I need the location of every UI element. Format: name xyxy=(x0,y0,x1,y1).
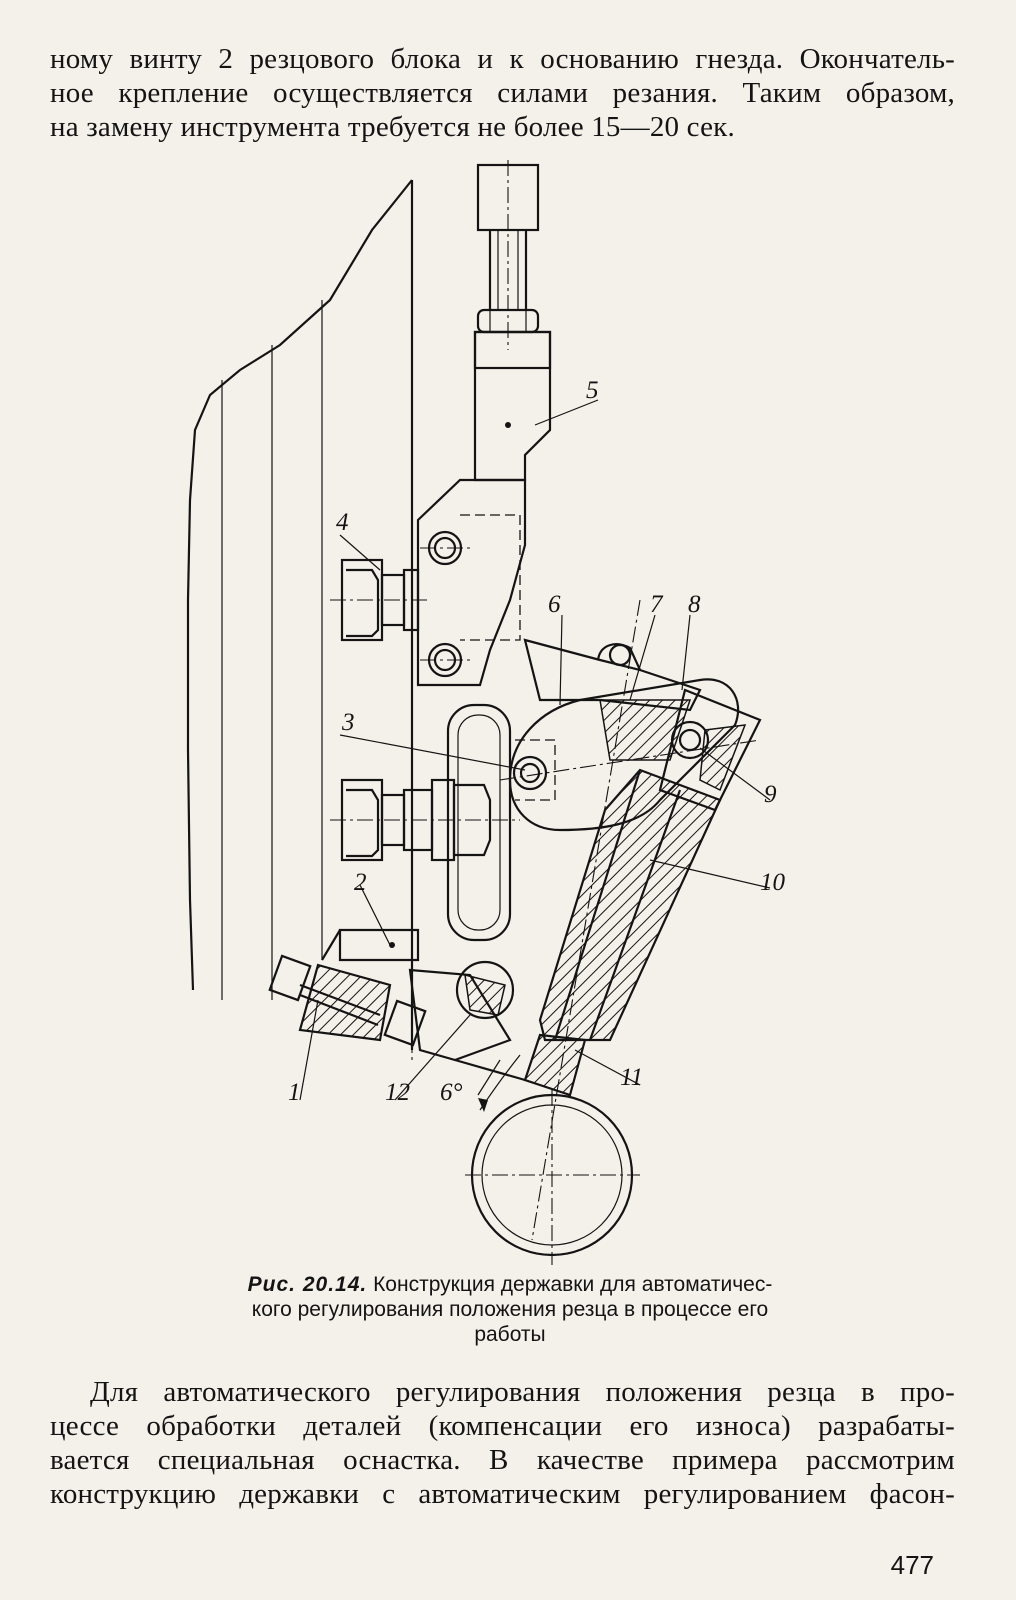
part-label-10: 10 xyxy=(760,869,786,896)
bottom-paragraph: Для автоматического регулирования положе… xyxy=(50,1375,955,1511)
leader-lines xyxy=(299,399,771,1101)
part-label-1: 1 xyxy=(288,1079,301,1106)
lower-screw xyxy=(330,778,520,862)
bottom-paragraph-line-4: конструкцию державки с автоматическим ре… xyxy=(50,1478,955,1510)
top-paragraph-line-1: ному винту 2 резцового блока и к основан… xyxy=(50,43,955,75)
angle-label: 6° xyxy=(440,1079,463,1106)
guide-slot xyxy=(446,703,512,942)
caption-figure-label: Рис. 20.14. xyxy=(247,1273,368,1296)
part-label-8: 8 xyxy=(688,591,701,618)
part-label-6: 6 xyxy=(548,591,561,618)
part-label-2: 2 xyxy=(354,869,367,896)
part-label-4: 4 xyxy=(336,509,349,536)
figure-caption: Рис. 20.14. Конструкция державки для авт… xyxy=(150,1272,870,1347)
caption-line-2: кого регулирования положения резца в про… xyxy=(251,1298,769,1321)
construction-lines xyxy=(477,599,761,1241)
slide-body xyxy=(416,478,527,687)
part-11-cutter xyxy=(523,1033,587,1097)
top-paragraph-line-3: на замену инструмента требуется не более… xyxy=(50,111,735,143)
part-5-slide xyxy=(473,330,552,482)
part-label-9: 9 xyxy=(764,781,777,808)
top-paragraph: ному винту 2 резцового блока и к основан… xyxy=(50,42,955,144)
part-label-3: 3 xyxy=(341,709,355,736)
part-label-12: 12 xyxy=(385,1079,410,1106)
part-label-11: 11 xyxy=(620,1064,643,1091)
bottom-paragraph-line-1: Для автоматического регулирования положе… xyxy=(90,1376,955,1408)
part-label-7: 7 xyxy=(650,591,664,618)
page-number: 477 xyxy=(890,1550,934,1580)
part-label-5: 5 xyxy=(586,377,599,404)
bottom-paragraph-line-2: цессе обработки деталей (компенсации его… xyxy=(50,1410,955,1442)
part-4-screw xyxy=(330,558,430,642)
part-1-12-adjuster xyxy=(268,954,526,1082)
top-rod xyxy=(476,160,540,350)
top-paragraph-line-2: ное крепление осуществляется силами реза… xyxy=(50,77,955,109)
part-7-support xyxy=(523,638,702,761)
caption-text-1: Конструкция державки для автоматичес- xyxy=(373,1273,773,1296)
caption-line-3: работы xyxy=(474,1323,546,1346)
tool-holder-drawing: 1 2 3 4 5 6 7 8 9 10 11 12 6° xyxy=(186,160,786,1265)
caption-line-1: Рис. 20.14. Конструкция державки для авт… xyxy=(150,1272,870,1297)
bottom-paragraph-line-3: вается специальная оснастка. В качестве … xyxy=(50,1444,955,1476)
machine-body xyxy=(186,179,414,1060)
part-2-block xyxy=(321,928,420,962)
part-10-holder xyxy=(538,768,722,1042)
part-6-lever xyxy=(508,678,740,832)
